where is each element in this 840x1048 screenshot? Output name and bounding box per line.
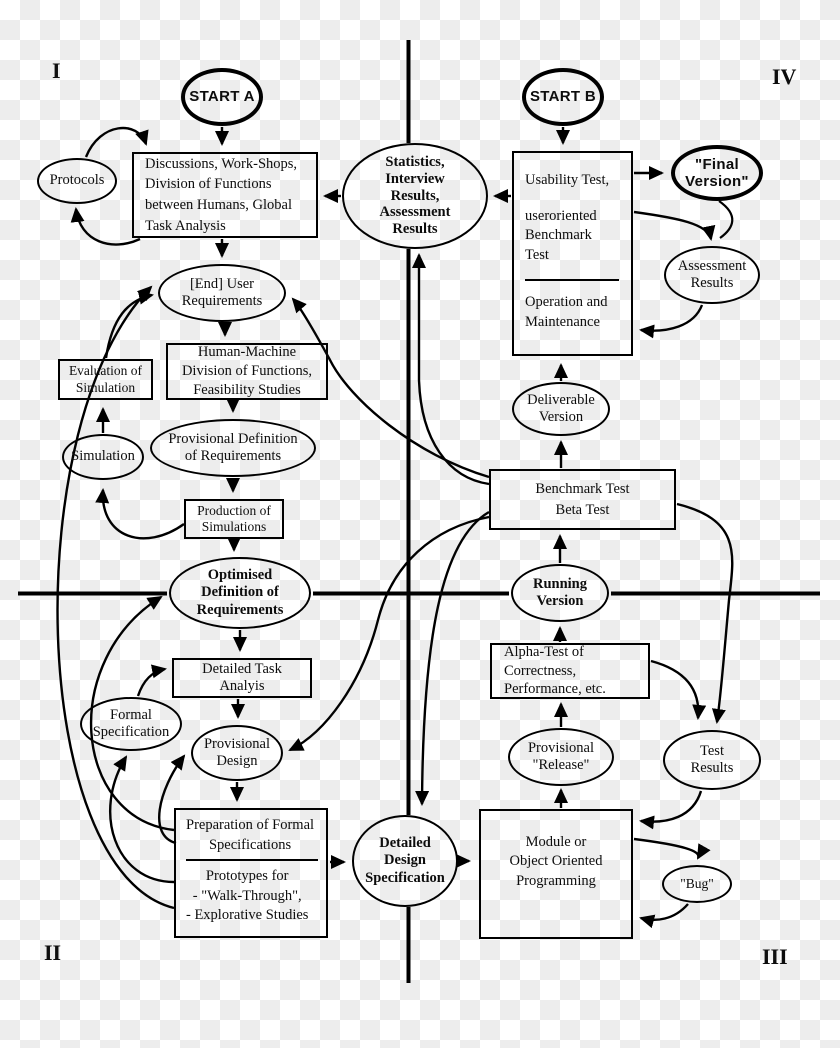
bug-node: "Bug" [662, 865, 732, 903]
simulation-node: Simulation [62, 434, 144, 480]
provisional-release-node: Provisional "Release" [508, 728, 614, 786]
provisional-definition-node: Provisional Definition of Requirements [150, 419, 316, 477]
quadrant-label-i: I [52, 58, 61, 83]
provisional-design-node: Provisional Design [191, 725, 283, 781]
discussions-box: Discussions, Work-Shops, Division of Fun… [132, 152, 318, 238]
evaluation-of-simulation-box: Evaluation of Simulation [58, 359, 153, 400]
optimised-definition-node: Optimised Definition of Requirements [169, 557, 311, 629]
benchmark-beta-test-box: Benchmark Test Beta Test [489, 469, 676, 530]
statistics-results-node: Statistics, Interview Results, Assessmen… [342, 143, 488, 249]
quadrant-label-iv: IV [772, 64, 797, 89]
running-version-node: Running Version [511, 564, 609, 622]
detailed-design-specification-node: Detailed Design Specification [352, 815, 458, 907]
formal-specification-node: Formal Specification [80, 697, 182, 751]
preparation-divider [186, 859, 318, 862]
preparation-bottom-text: Prototypes for - "Walk-Through", - Explo… [186, 868, 309, 924]
benchmark-test-text: useroriented Benchmark Test [525, 207, 597, 263]
assessment-results-node: Assessment Results [664, 246, 760, 304]
end-user-requirements-node: [End] User Requirements [158, 264, 286, 322]
usability-test-text: Usability Test, [525, 172, 610, 188]
preparation-specifications-box: Preparation of Formal Specifications Pro… [174, 808, 328, 938]
quadrant-label-ii: II [44, 940, 62, 965]
final-version-node: "Final Version" [671, 145, 763, 201]
module-programming-box: Module or Object Oriented Programming [479, 809, 633, 939]
detailed-task-analyis-box: Detailed Task Analyis [172, 658, 312, 698]
preparation-top-text: Preparation of Formal Specifications [186, 817, 315, 853]
quadrant-label-iii: III [762, 944, 788, 969]
start-a-node: START A [181, 68, 263, 126]
protocols-node: Protocols [37, 158, 117, 204]
start-b-node: START B [522, 68, 604, 126]
human-machine-box: Human-Machine Division of Functions, Fea… [166, 343, 328, 400]
production-of-simulations-box: Production of Simulations [184, 499, 284, 539]
operation-maintenance-text: Operation and Maintenance [525, 294, 608, 330]
deliverable-version-node: Deliverable Version [512, 382, 610, 436]
alpha-test-box: Alpha-Test of Correctness, Performance, … [490, 643, 650, 699]
usability-test-box: Usability Test, useroriented Benchmark T… [512, 151, 633, 356]
usability-divider [525, 279, 619, 282]
test-results-node: Test Results [663, 730, 761, 790]
